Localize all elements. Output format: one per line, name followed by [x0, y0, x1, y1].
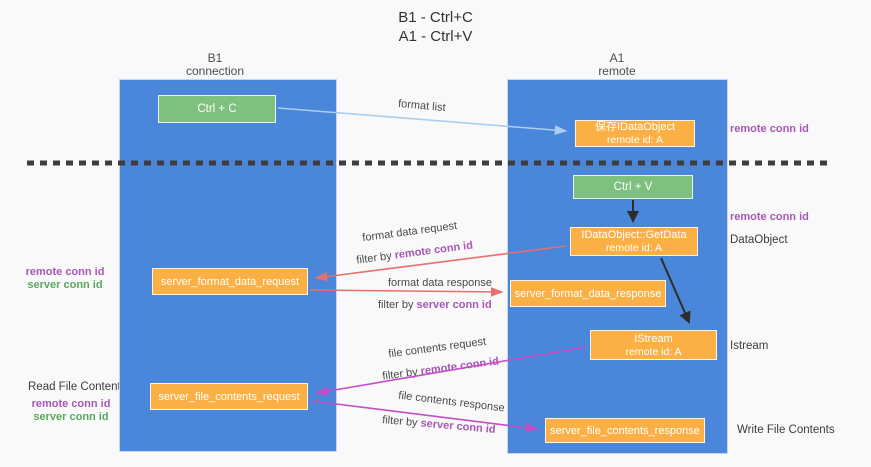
format-data-response-filter-label: filter by server conn id	[378, 299, 492, 311]
format-list-arrow	[277, 107, 568, 135]
left-bottom-conn-id-labels: remote conn id server conn id	[25, 398, 117, 424]
format-data-response-arrow	[309, 287, 504, 297]
getdata-line1: IDataObject::GetData	[581, 229, 687, 241]
file-contents-response-arrow	[311, 400, 539, 433]
getdata-node: IDataObject::GetData remote id: A	[570, 227, 698, 256]
title-line-1: B1 - Ctrl+C	[398, 9, 473, 26]
save-idataobject-line2: remote id: A	[606, 134, 664, 146]
left-top-server-conn-id-label: server conn id	[27, 279, 103, 291]
format-data-request-arrow	[314, 245, 567, 282]
left-bottom-remote-conn-id-label: remote conn id	[31, 398, 111, 410]
file-contents-request-arrow	[315, 346, 587, 396]
dataobject-label: DataObject	[730, 234, 788, 246]
getdata-to-istream-arrow	[660, 257, 691, 324]
istream-side-label: Istream	[730, 340, 769, 352]
save-idataobject-line1: 保存IDataObject	[594, 121, 676, 133]
left-top-remote-conn-id-label: remote conn id	[25, 266, 105, 278]
right-remote-conn-id-top-label: remote conn id	[730, 123, 809, 135]
server-file-contents-request-label: server_file_contents_request	[158, 390, 300, 403]
istream-line2: remote id: A	[625, 345, 682, 358]
ctrl-c-label: Ctrl + C	[197, 103, 237, 115]
left-column-title: B1	[207, 51, 223, 65]
right-column-header: A1 remote	[552, 52, 682, 78]
ctrl-v-label: Ctrl + V	[613, 181, 653, 193]
istream-node: IStream remote id: A	[590, 330, 717, 360]
server-format-data-response-node: server_format_data_response	[510, 280, 666, 307]
read-file-contents-label: Read File Contents	[28, 381, 127, 393]
server-format-data-response-label: server_format_data_response	[514, 287, 662, 300]
ctrl-v-node: Ctrl + V	[573, 175, 693, 199]
format-data-response-label: format data response	[388, 277, 492, 289]
server-file-contents-request-node: server_file_contents_request	[150, 383, 308, 410]
server-file-contents-response-label: server_file_contents_response	[550, 424, 700, 437]
left-bottom-server-conn-id-label: server conn id	[33, 411, 109, 423]
getdata-line2: remote id: A	[605, 242, 663, 254]
write-file-contents-label: Write File Contents	[737, 424, 835, 436]
diagram-title: B1 - Ctrl+C A1 - Ctrl+V	[0, 8, 871, 46]
ctrl-c-node: Ctrl + C	[158, 95, 276, 123]
server-format-data-request-node: server_format_data_request	[152, 268, 308, 295]
server-file-contents-response-node: server_file_contents_response	[545, 418, 705, 443]
right-column-title: A1	[609, 51, 625, 65]
left-top-conn-id-labels: remote conn id server conn id	[20, 266, 110, 292]
left-column-subtitle: connection	[185, 64, 245, 78]
right-remote-conn-id-mid-label: remote conn id	[730, 211, 809, 223]
istream-line1: IStream	[634, 332, 673, 345]
filter-by-text: filter by	[378, 299, 417, 311]
title-line-2: A1 - Ctrl+V	[398, 28, 473, 45]
server-format-data-request-label: server_format_data_request	[160, 275, 300, 288]
server-conn-id-text: server conn id	[416, 299, 492, 311]
left-column-header: B1 connection	[150, 52, 280, 78]
right-column-subtitle: remote	[598, 64, 636, 78]
save-idataobject-node: 保存IDataObject remote id: A	[575, 120, 695, 147]
